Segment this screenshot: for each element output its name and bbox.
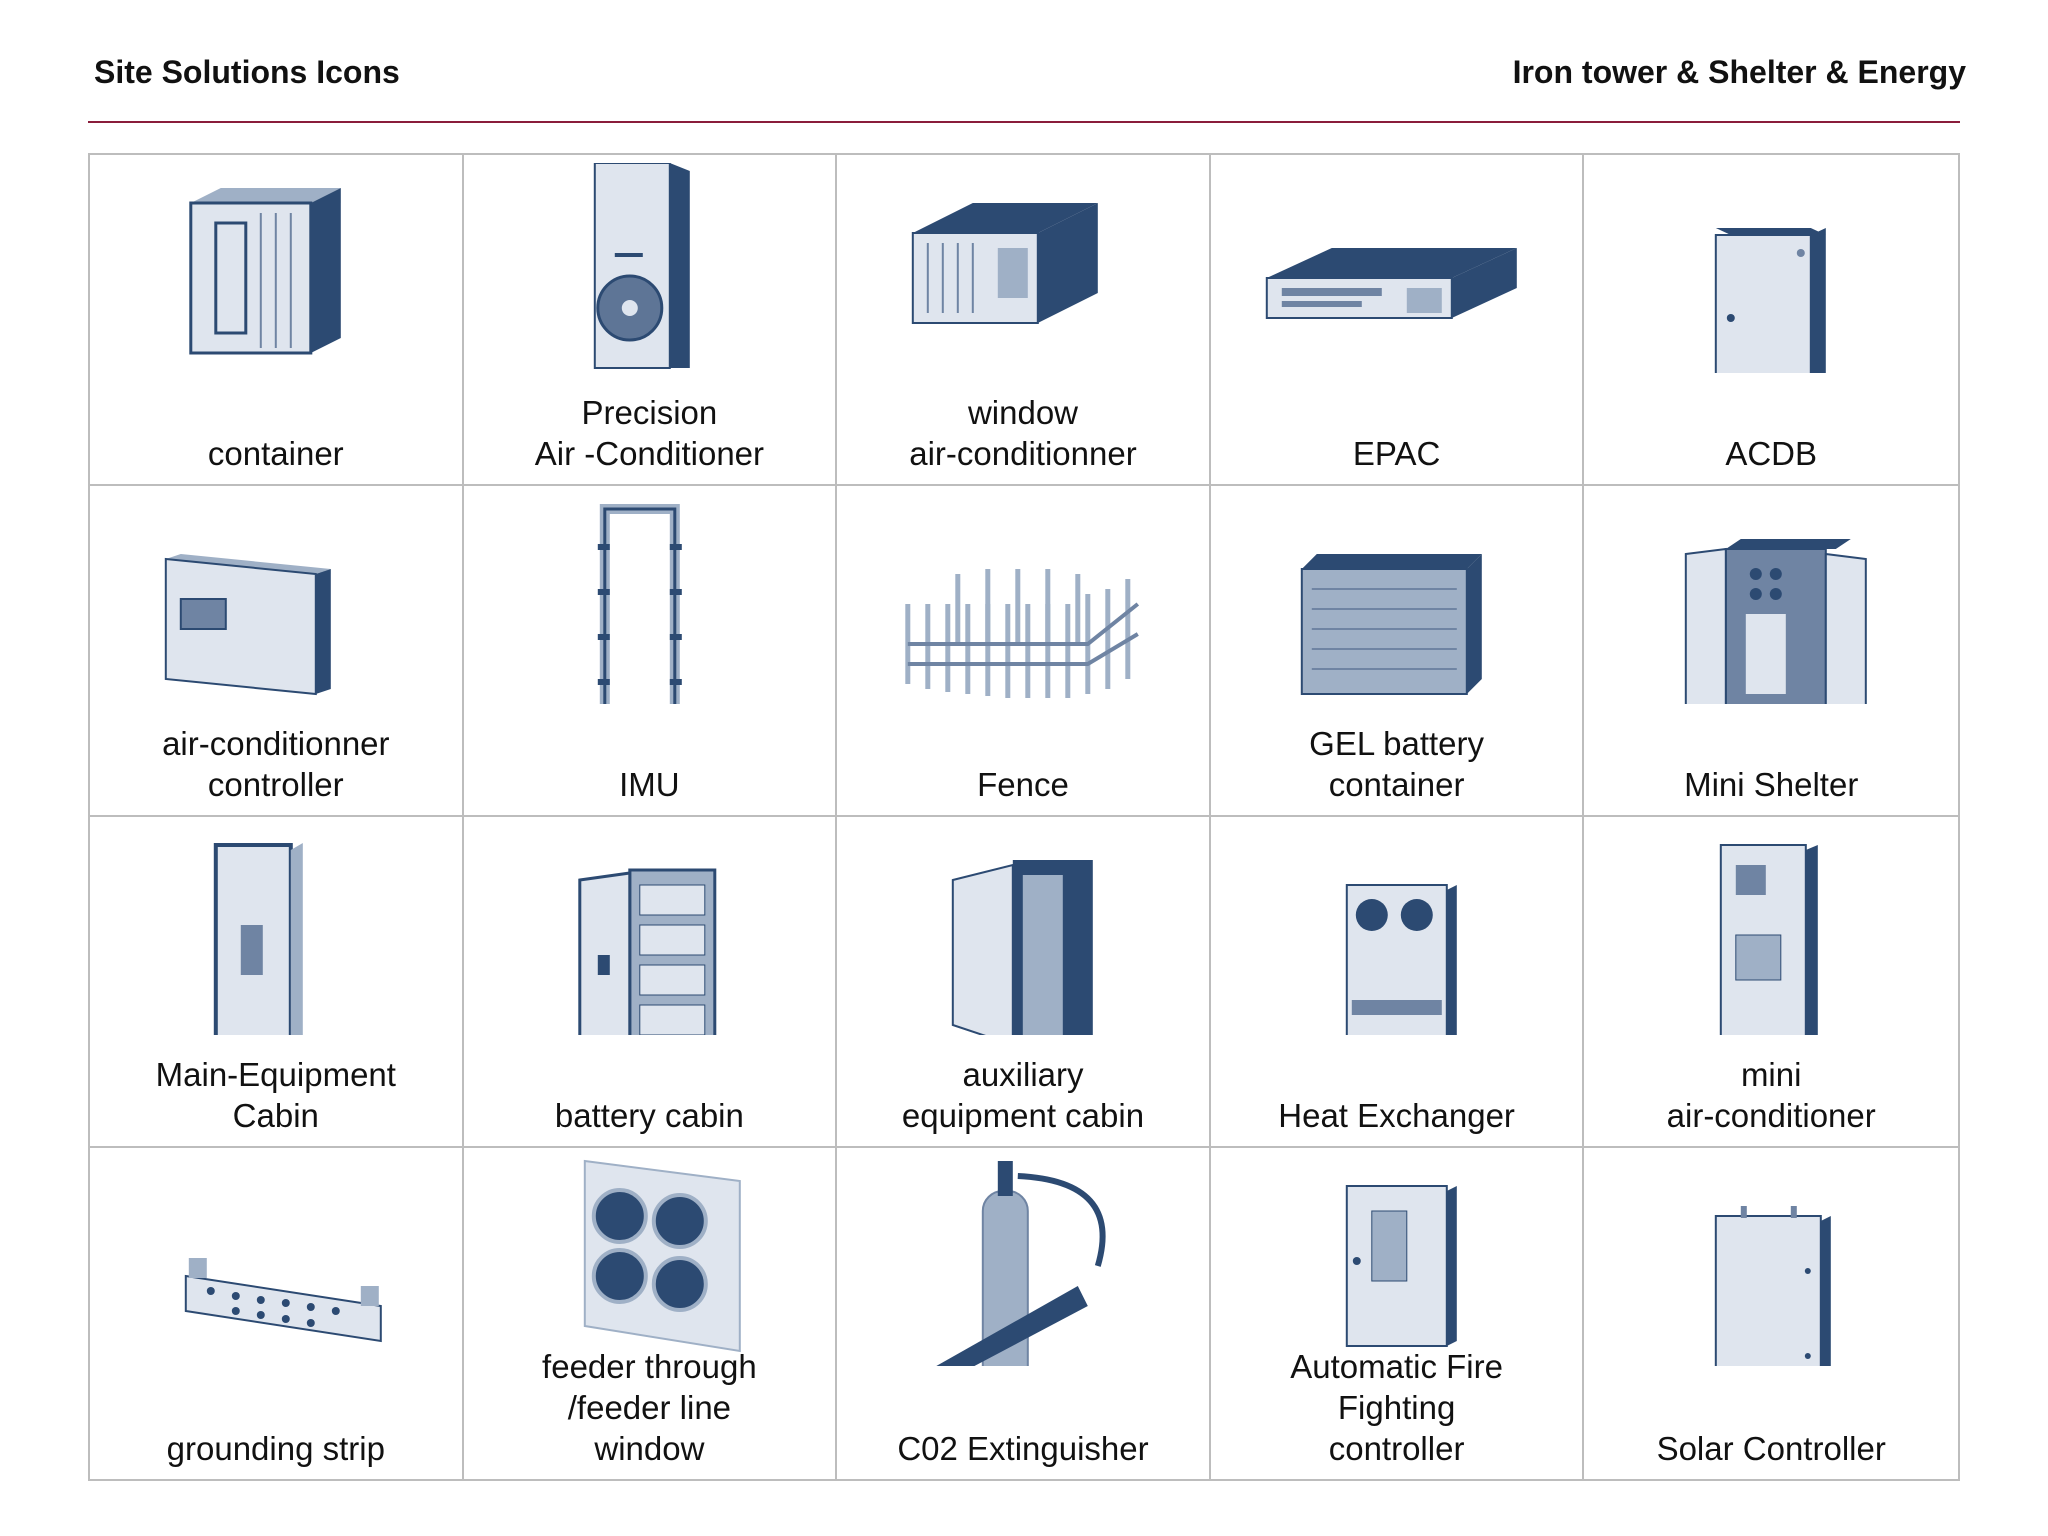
grid-cell-grounding-strip: grounding strip (90, 1148, 464, 1479)
grid-cell-auxiliary-cabin: auxiliary equipment cabin (837, 817, 1211, 1148)
epac-icon (1211, 163, 1583, 373)
item-label: Main-Equipment Cabin (155, 1056, 396, 1134)
page-subtitle: Iron tower & Shelter & Energy (1512, 54, 1966, 90)
fire-controller-icon (1211, 1156, 1583, 1366)
grid-cell-main-equipment-cabin: Main-Equipment Cabin (90, 817, 464, 1148)
item-label: Precision Air -Conditioner (534, 394, 765, 472)
main-equipment-cabin-icon (90, 825, 462, 1035)
icon-grid: container Precision Air -Conditioner (88, 153, 1960, 1481)
grid-cell-solar-controller: Solar Controller (1584, 1148, 1958, 1479)
heat-exchanger-icon (1211, 825, 1583, 1035)
item-label: Automatic Fire Fighting controller (1290, 1348, 1503, 1467)
item-label: Solar Controller (1656, 1430, 1886, 1467)
ac-controller-icon (90, 494, 462, 704)
grid-cell-gel-battery: GEL battery container (1210, 486, 1585, 817)
grounding-strip-icon (90, 1156, 462, 1366)
item-label: battery cabin (554, 1097, 744, 1134)
header-divider (88, 121, 1960, 123)
item-label: ACDB (1725, 435, 1818, 472)
container-icon (90, 163, 462, 373)
feeder-window-icon (464, 1156, 836, 1366)
auxiliary-cabin-icon (837, 825, 1209, 1035)
grid-cell-fire-controller: Automatic Fire Fighting controller (1211, 1148, 1585, 1479)
grid-cell-co2-extinguisher: C02 Extinguisher (837, 1148, 1211, 1479)
window-ac-icon (837, 163, 1209, 373)
item-label: air-conditionner controller (162, 725, 390, 803)
co2-extinguisher-icon (837, 1156, 1209, 1366)
grid-cell-window-ac: window air-conditionner (837, 155, 1211, 486)
grid-cell-acdb: ACDB (1584, 155, 1958, 486)
imu-icon (464, 494, 836, 704)
grid-cell-battery-cabin: battery cabin (463, 817, 838, 1148)
grid-cell-imu: IMU (463, 486, 838, 817)
item-label: C02 Extinguisher (897, 1430, 1149, 1467)
item-label: GEL battery container (1309, 725, 1485, 803)
item-label: container (207, 435, 344, 472)
grid-cell-feeder-window: feeder through /feeder line window (464, 1148, 838, 1479)
item-label: EPAC (1352, 435, 1441, 472)
battery-cabin-icon (464, 825, 836, 1035)
item-label: auxiliary equipment cabin (901, 1056, 1145, 1134)
grid-cell-container: container (90, 155, 464, 486)
grid-cell-precision-ac: Precision Air -Conditioner (463, 155, 838, 486)
page-title: Site Solutions Icons (94, 54, 400, 90)
grid-cell-mini-ac: mini air-conditioner (1584, 817, 1958, 1148)
solar-controller-icon (1584, 1156, 1958, 1366)
item-label: IMU (619, 766, 680, 803)
item-label: Fence (977, 766, 1069, 803)
fence-icon (837, 494, 1209, 704)
item-label: feeder through /feeder line window (542, 1348, 757, 1467)
item-label: Heat Exchanger (1278, 1097, 1515, 1134)
item-label: mini air-conditioner (1666, 1056, 1876, 1134)
grid-cell-mini-shelter: Mini Shelter (1584, 486, 1958, 817)
grid-cell-ac-controller: air-conditionner controller (90, 486, 464, 817)
item-label: window air-conditionner (909, 394, 1137, 472)
mini-ac-icon (1584, 825, 1958, 1035)
precision-ac-icon (464, 163, 836, 373)
acdb-icon (1584, 163, 1958, 373)
gel-battery-icon (1211, 494, 1583, 704)
item-label: Mini Shelter (1684, 766, 1859, 803)
grid-cell-epac: EPAC (1210, 155, 1585, 486)
grid-cell-heat-exchanger: Heat Exchanger (1210, 817, 1585, 1148)
grid-cell-fence: Fence (837, 486, 1211, 817)
item-label: grounding strip (166, 1430, 385, 1467)
mini-shelter-icon (1584, 494, 1958, 704)
